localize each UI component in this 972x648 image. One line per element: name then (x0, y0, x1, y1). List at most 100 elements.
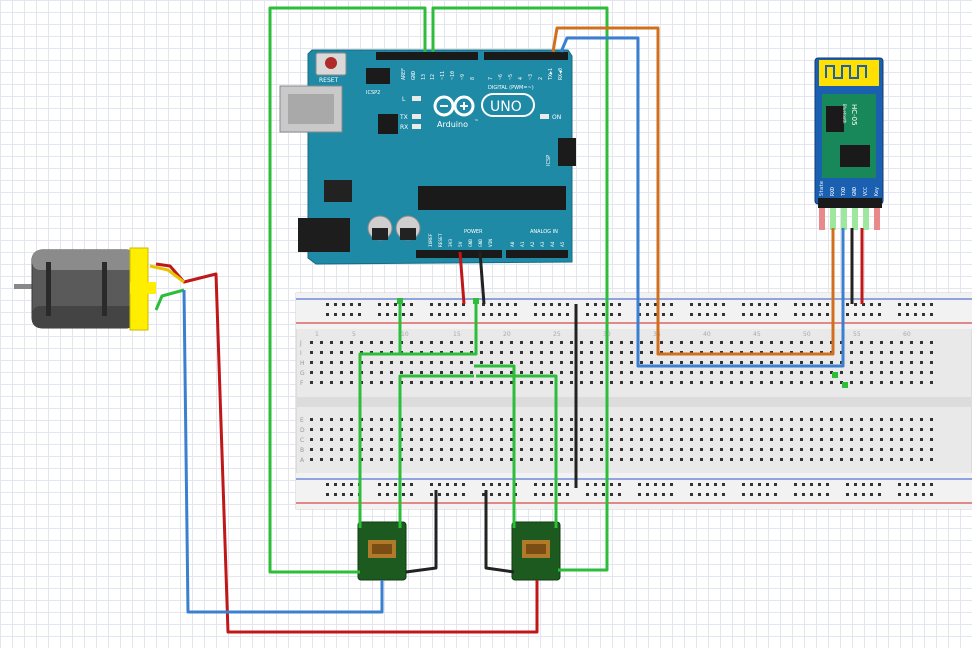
breadboard-hole (350, 483, 353, 486)
breadboard-hole (340, 351, 343, 354)
breadboard-hole (640, 371, 643, 374)
wire-green (398, 374, 474, 528)
breadboard-hole (870, 438, 873, 441)
breadboard-hole (558, 313, 561, 316)
column-number: 45 (753, 331, 761, 338)
icsp2-header (366, 68, 390, 84)
breadboard-hole (638, 483, 641, 486)
breadboard-hole (410, 381, 413, 384)
breadboard-hole (514, 313, 517, 316)
breadboard-hole (586, 303, 589, 306)
breadboard-hole (350, 303, 353, 306)
breadboard-hole (910, 341, 913, 344)
column-number: 25 (553, 331, 561, 338)
breadboard-hole (540, 361, 543, 364)
breadboard-hole (570, 341, 573, 344)
wire-green (358, 352, 400, 528)
breadboard-hole (330, 371, 333, 374)
pin-label: A0 (510, 241, 516, 247)
breadboard-hole (790, 438, 793, 441)
breadboard-hole (450, 381, 453, 384)
breadboard-hole (566, 313, 569, 316)
breadboard-hole (774, 303, 777, 306)
breadboard-hole (340, 381, 343, 384)
breadboard-hole (330, 341, 333, 344)
breadboard-hole (660, 448, 663, 451)
breadboard-hole (714, 303, 717, 306)
breadboard-hole (914, 313, 917, 316)
breadboard-hole (310, 351, 313, 354)
breadboard-hole (690, 418, 693, 421)
breadboard-hole (706, 493, 709, 496)
breadboard-hole (380, 448, 383, 451)
breadboard-hole (670, 361, 673, 364)
breadboard-hole (420, 361, 423, 364)
breadboard-hole (690, 458, 693, 461)
breadboard-hole (710, 438, 713, 441)
breadboard-hole (906, 303, 909, 306)
breadboard-hole (420, 418, 423, 421)
breadboard-hole (500, 418, 503, 421)
breadboard-hole (930, 313, 933, 316)
breadboard-hole (700, 428, 703, 431)
breadboard-hole (454, 493, 457, 496)
breadboard-hole (446, 483, 449, 486)
breadboard-hole (802, 493, 805, 496)
breadboard-hole (500, 361, 503, 364)
breadboard-hole (750, 438, 753, 441)
breadboard-hole (870, 313, 873, 316)
breadboard-hole (914, 493, 917, 496)
breadboard-hole (620, 458, 623, 461)
breadboard-hole (680, 438, 683, 441)
breadboard-hole (780, 418, 783, 421)
pin-label: A1 (520, 241, 526, 247)
breadboard-hole (710, 428, 713, 431)
breadboard-hole (510, 428, 513, 431)
breadboard-hole (770, 428, 773, 431)
breadboard-hole (750, 341, 753, 344)
breadboard-hole (520, 361, 523, 364)
breadboard-hole (820, 341, 823, 344)
breadboard-hole (660, 428, 663, 431)
breadboard-hole (854, 313, 857, 316)
led-on (540, 114, 549, 119)
breadboard-hole (462, 303, 465, 306)
breadboard-hole (890, 371, 893, 374)
breadboard-hole (460, 361, 463, 364)
breadboard-hole (920, 448, 923, 451)
breadboard-hole (530, 418, 533, 421)
breadboard-hole (480, 448, 483, 451)
breadboard-hole (742, 313, 745, 316)
breadboard-hole (490, 351, 493, 354)
breadboard-hole (402, 303, 405, 306)
uno-badge (481, 93, 535, 117)
pin-label: 5V (458, 241, 464, 247)
breadboard-hole (750, 313, 753, 316)
breadboard-hole (770, 371, 773, 374)
breadboard-hole (586, 313, 589, 316)
pin-label: A5 (560, 241, 566, 247)
breadboard-hole (618, 493, 621, 496)
breadboard-hole (326, 483, 329, 486)
breadboard-hole (460, 448, 463, 451)
breadboard-hole (450, 371, 453, 374)
breadboard-hole (550, 418, 553, 421)
breadboard-hole (758, 493, 761, 496)
breadboard-hole (490, 438, 493, 441)
breadboard-hole (490, 313, 493, 316)
breadboard-hole (880, 438, 883, 441)
breadboard-hole (790, 418, 793, 421)
breadboard-hole (862, 313, 865, 316)
wire-green (431, 6, 609, 572)
breadboard-hole (800, 458, 803, 461)
breadboard-hole (530, 381, 533, 384)
breadboard-hole (850, 458, 853, 461)
breadboard-hole (670, 438, 673, 441)
breadboard-hole (910, 371, 913, 374)
column-number: 55 (853, 331, 861, 338)
breadboard-hole (394, 493, 397, 496)
breadboard-hole (630, 448, 633, 451)
breadboard-hole (722, 303, 725, 306)
breadboard-hole (630, 341, 633, 344)
breadboard-hole (330, 458, 333, 461)
